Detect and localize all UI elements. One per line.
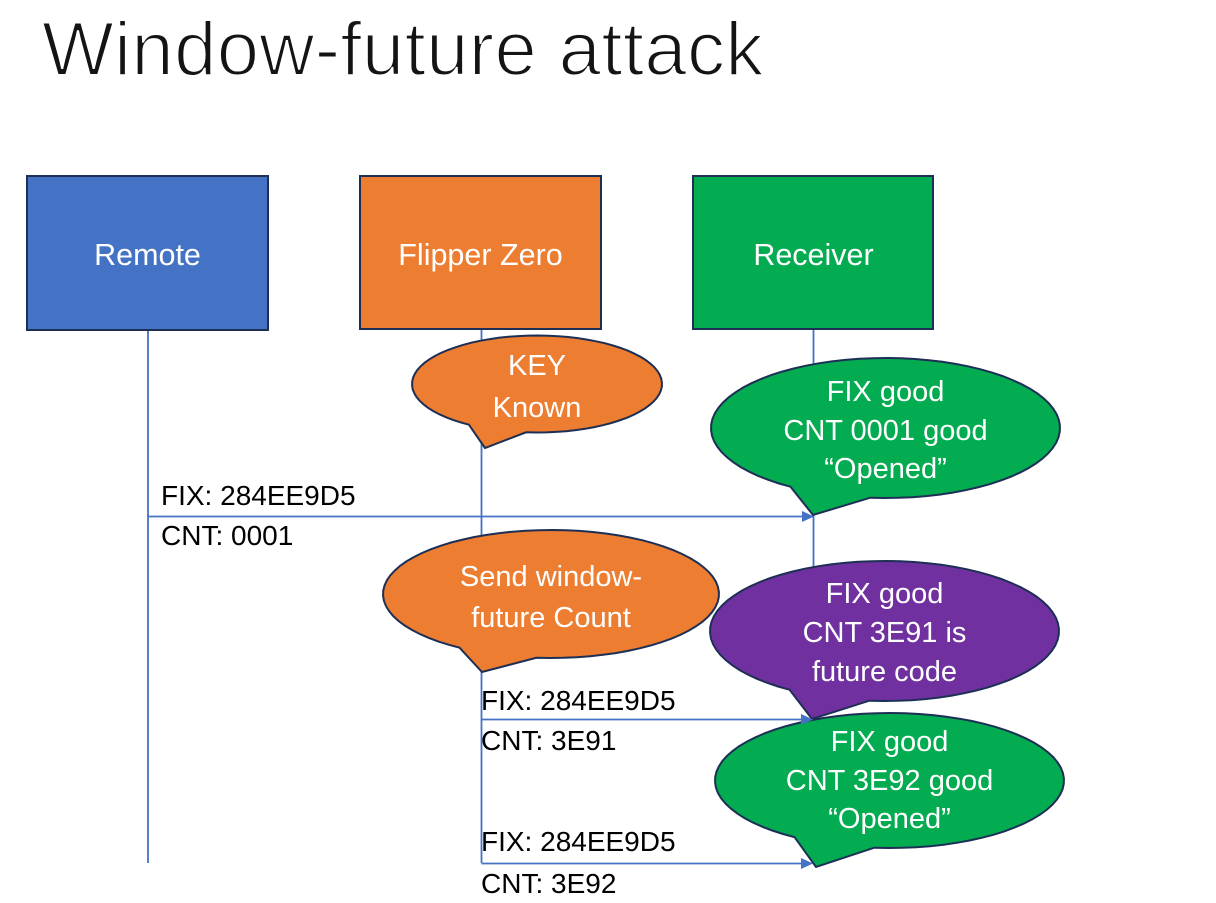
svg-text:CNT: 3E91: CNT: 3E91 [481,725,616,756]
svg-text:FIX: 284EE9D5: FIX: 284EE9D5 [161,480,356,511]
svg-text:Remote: Remote [94,238,201,272]
svg-text:Send window-: Send window- [460,561,642,593]
svg-text:Known: Known [493,392,582,424]
svg-text:FIX: 284EE9D5: FIX: 284EE9D5 [481,826,676,857]
svg-text:FIX: 284EE9D5: FIX: 284EE9D5 [481,685,676,716]
svg-text:CNT: 0001: CNT: 0001 [161,520,293,551]
svg-text:CNT 3E91 is: CNT 3E91 is [803,617,967,649]
svg-text:Window-future attack: Window-future attack [42,7,764,92]
svg-text:future Count: future Count [471,602,631,634]
svg-text:Receiver: Receiver [753,238,873,272]
svg-text:future code: future code [812,656,957,688]
svg-text:FIX good: FIX good [827,376,945,408]
svg-text:“Opened”: “Opened” [828,803,951,835]
svg-text:FIX good: FIX good [826,578,944,610]
svg-text:FIX good: FIX good [831,726,949,758]
svg-text:Flipper Zero: Flipper Zero [398,238,562,272]
svg-text:“Opened”: “Opened” [824,453,947,485]
svg-text:CNT 0001 good: CNT 0001 good [783,415,987,447]
svg-text:CNT: 3E92: CNT: 3E92 [481,868,616,898]
svg-text:CNT 3E92 good: CNT 3E92 good [786,765,993,797]
svg-text:KEY: KEY [508,350,566,382]
